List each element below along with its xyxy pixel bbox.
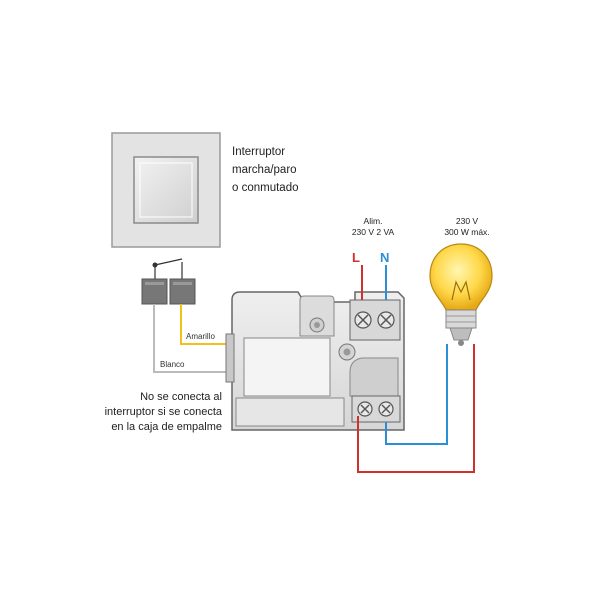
note-line: No se conecta al xyxy=(140,391,222,403)
lightbulb-icon xyxy=(429,243,493,346)
supply-label: Alim. 230 V 2 VA xyxy=(340,216,406,238)
supply-terminal-block xyxy=(349,299,401,341)
lamp-label-line: 230 V xyxy=(455,216,479,226)
module-face xyxy=(243,337,331,397)
supply-label-line: 230 V 2 VA xyxy=(351,227,395,237)
lamp-label: 230 V 300 W máx. xyxy=(422,216,512,238)
yellow-wire-label: Amarillo xyxy=(186,332,215,341)
switch-label-line: marcha/paro xyxy=(232,164,297,176)
switch-label-line: o conmutado xyxy=(232,182,299,194)
note-line: en la caja de empalme xyxy=(111,421,222,433)
connection-note: No se conecta al interruptor si se conec… xyxy=(86,390,222,435)
supply-label-line: Alim. xyxy=(363,216,383,226)
phase-label: L xyxy=(352,250,360,265)
load-terminal-block xyxy=(351,395,401,423)
load-phase-wire xyxy=(357,344,475,473)
white-wire-label: Blanco xyxy=(160,360,185,369)
switch-contact-symbol xyxy=(152,258,183,279)
neutral-label: N xyxy=(380,250,390,265)
white-wire xyxy=(153,304,232,373)
switch-rocker xyxy=(133,156,199,224)
load-neutral-wire xyxy=(385,344,448,445)
switch-label-line: Interruptor xyxy=(232,146,286,158)
yellow-wire xyxy=(180,304,232,345)
switch-terminal-block xyxy=(141,278,196,305)
switch-label: Interruptor marcha/paro o conmutado xyxy=(232,143,299,197)
note-line: interruptor si se conecta xyxy=(104,406,222,418)
wall-switch xyxy=(111,132,221,248)
lamp-label-line: 300 W máx. xyxy=(444,227,490,237)
